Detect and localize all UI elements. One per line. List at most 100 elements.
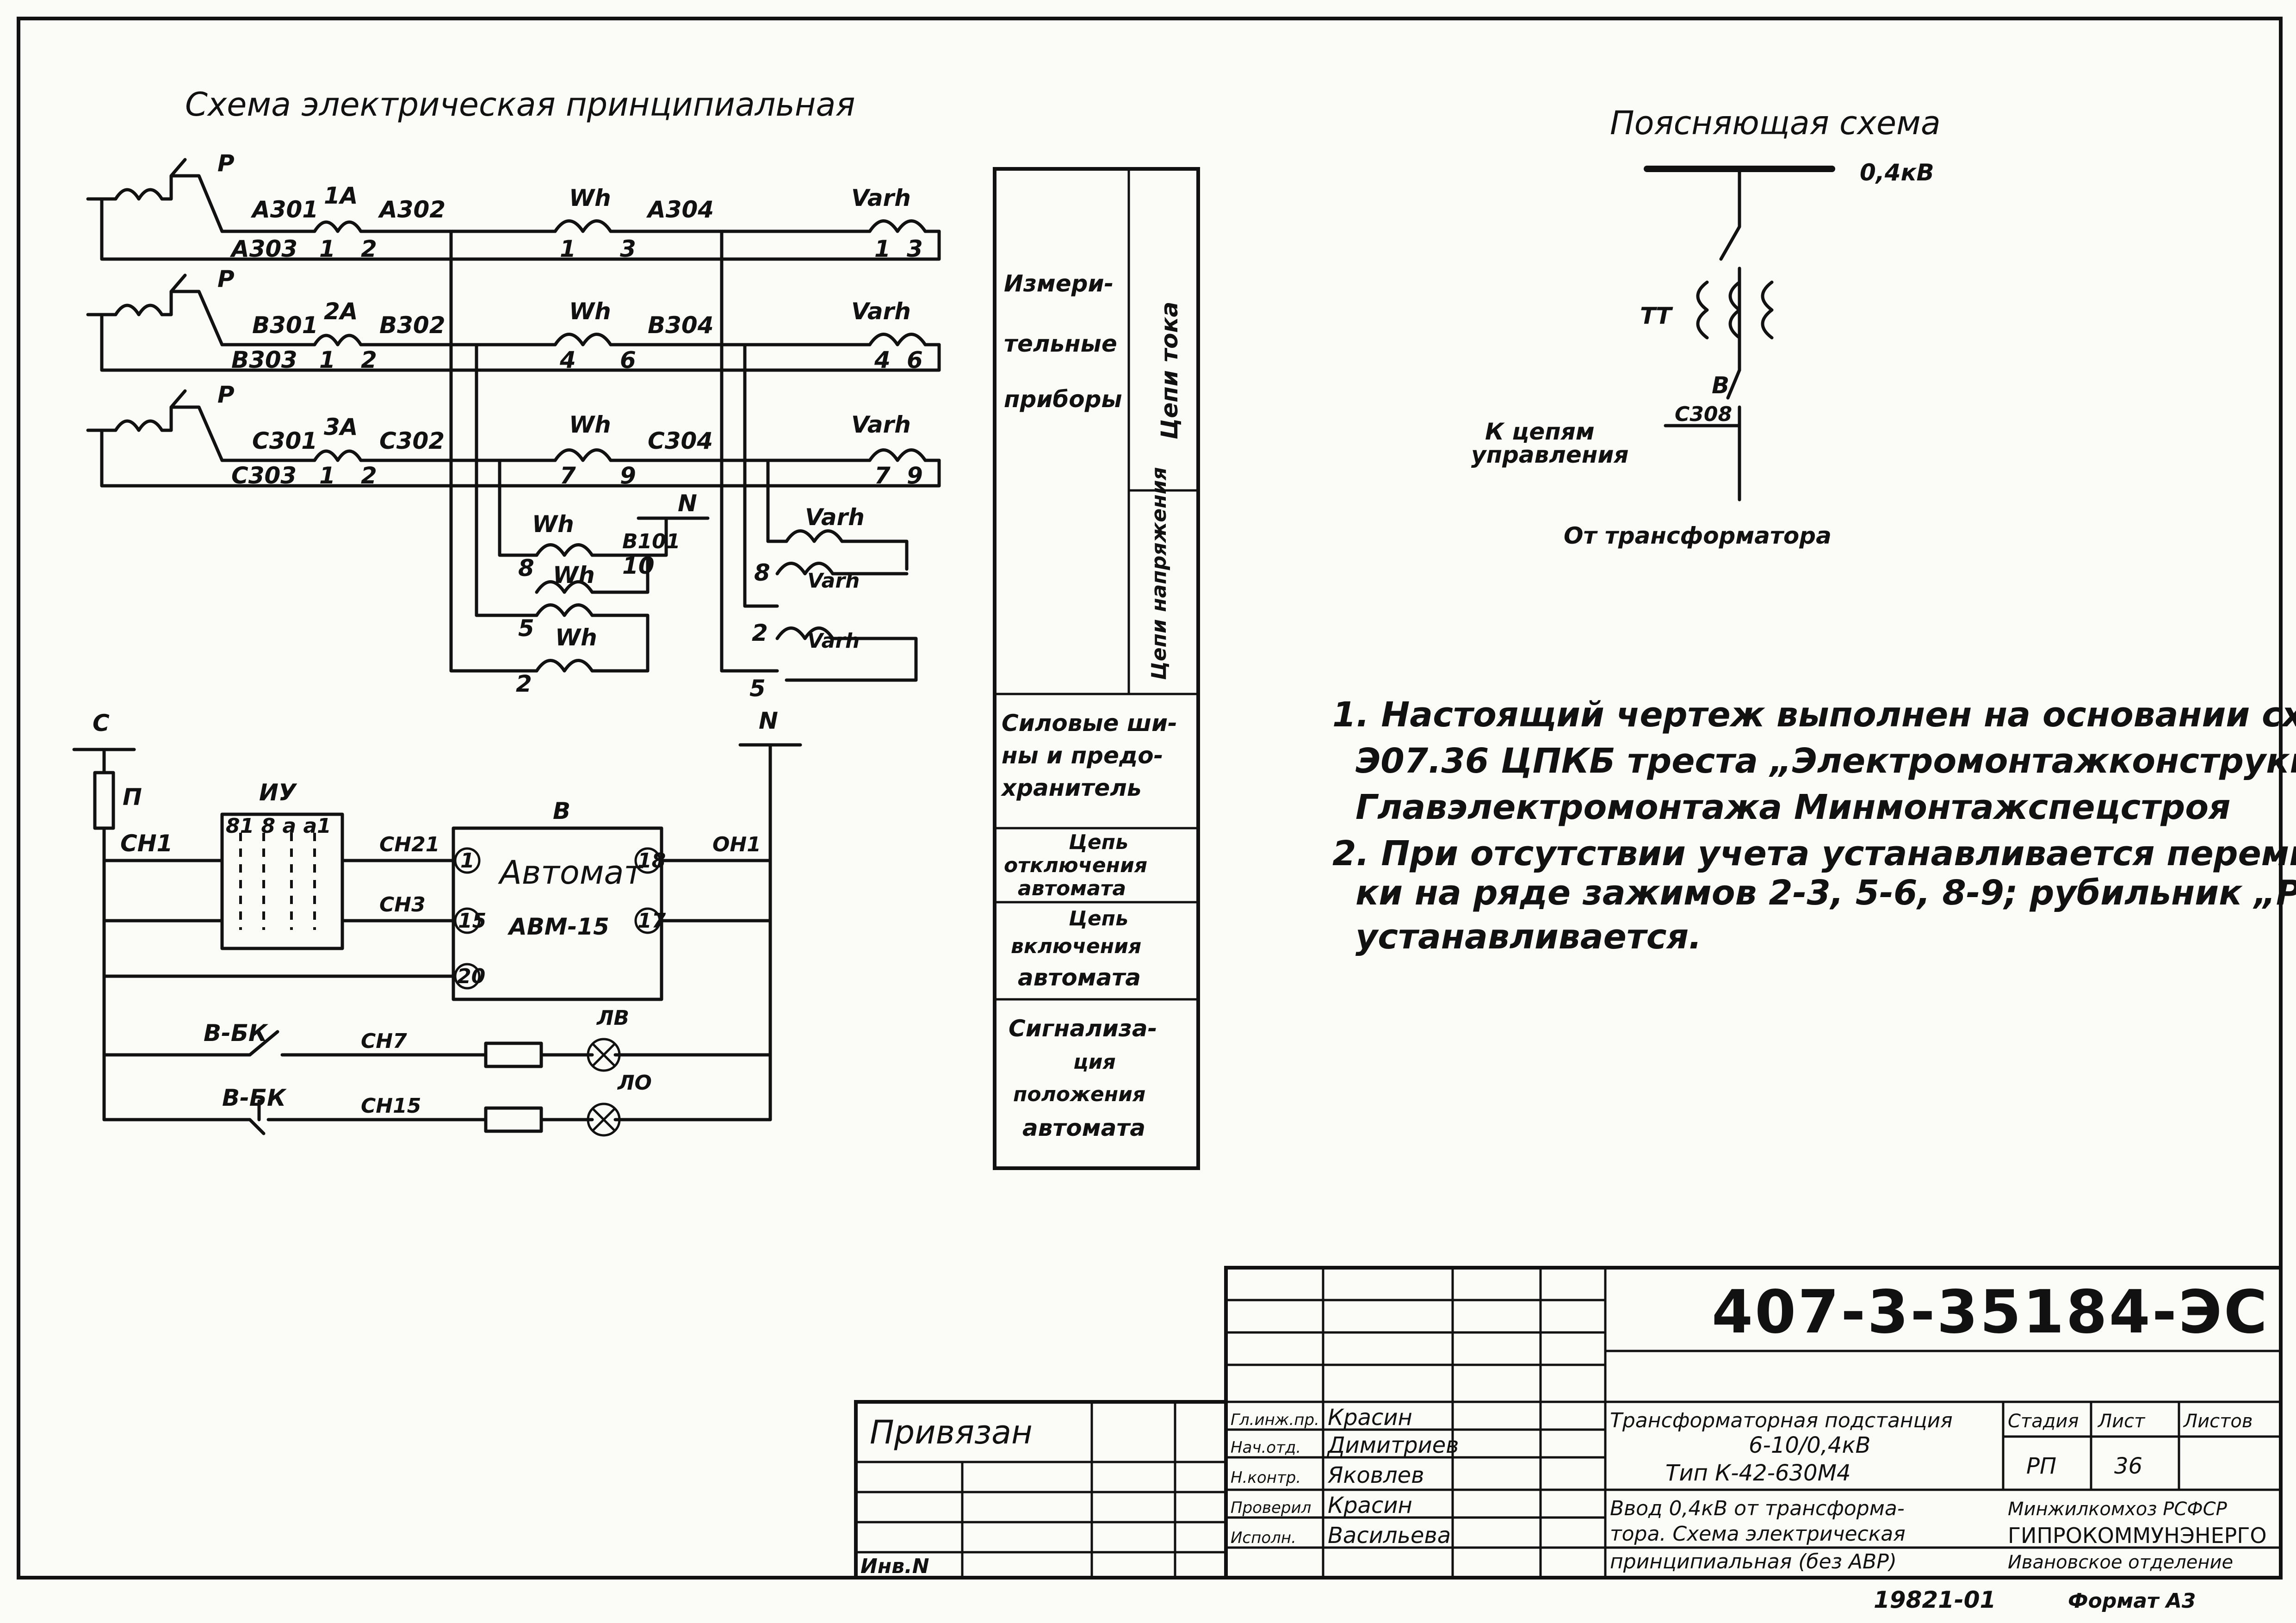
svg-text:тора. Схема электрическая: тора. Схема электрическая: [1610, 1522, 1906, 1546]
svg-text:ЛО: ЛО: [617, 1071, 652, 1095]
svg-text:СН3: СН3: [379, 893, 426, 917]
svg-text:Тип К-42-630М4: Тип К-42-630М4: [1665, 1460, 1851, 1486]
svg-text:Varh: Varh: [851, 298, 911, 325]
svg-text:С308: С308: [1675, 403, 1732, 426]
svg-text:В: В: [1712, 372, 1729, 399]
svg-text:Силовые ши-: Силовые ши-: [1002, 710, 1177, 737]
svg-text:Wh: Wh: [553, 562, 595, 588]
svg-text:Ивановское отделение: Ивановское отделение: [2008, 1552, 2233, 1573]
svg-text:ИУ: ИУ: [259, 779, 297, 806]
svg-text:Wh: Wh: [569, 298, 611, 325]
svg-text:С: С: [93, 710, 110, 737]
drawing-notes: 1. Настоящий чертеж выполнен на основани…: [1332, 695, 2296, 957]
svg-text:П: П: [123, 784, 142, 811]
svg-text:7: 7: [560, 462, 576, 489]
svg-text:Минжилкомхоз РСФСР: Минжилкомхоз РСФСР: [2008, 1499, 2228, 1520]
title-block: Привязан Инв.N 407-3-35184-ЭС Гл.инж.пр.…: [854, 1266, 2283, 1580]
svg-text:управления: управления: [1471, 441, 1629, 468]
svg-text:Э07.36 ЦПКБ треста „Электромон: Э07.36 ЦПКБ треста „Электромонтажконстру…: [1355, 741, 2296, 781]
svg-text:Нач.отд.: Нач.отд.: [1231, 1438, 1301, 1457]
svg-text:Varh: Varh: [851, 411, 911, 438]
svg-text:5: 5: [749, 675, 766, 702]
voltage-circuits: Wh Wh Wh N В101 8 10 5 2 Varh Varh Varh …: [449, 229, 918, 702]
svg-text:4: 4: [559, 347, 576, 373]
svg-text:81 8 a a1: 81 8 a a1: [226, 814, 331, 838]
svg-text:В: В: [553, 798, 570, 824]
svg-text:ТТ: ТТ: [1640, 303, 1673, 329]
svg-text:Varh: Varh: [807, 569, 860, 593]
svg-text:Цепь: Цепь: [1069, 830, 1128, 854]
svg-text:Проверил: Проверил: [1231, 1499, 1311, 1517]
svg-text:Varh: Varh: [851, 185, 911, 211]
svg-text:1: 1: [319, 347, 335, 373]
svg-text:2. При отсутствии учета устана: 2. При отсутствии учета устанавливается …: [1332, 834, 2296, 873]
svg-text:Яковлев: Яковлев: [1327, 1462, 1424, 1488]
svg-text:4: 4: [874, 347, 891, 373]
svg-text:6: 6: [620, 347, 636, 373]
svg-text:устанавливается.: устанавливается.: [1355, 917, 1702, 957]
svg-text:включения: включения: [1011, 935, 1141, 958]
sheet-format: Формат А3: [2068, 1589, 2196, 1613]
svg-text:N: N: [678, 490, 697, 517]
svg-text:2: 2: [752, 619, 768, 646]
svg-text:Н.контр.: Н.контр.: [1231, 1468, 1301, 1487]
svg-text:8: 8: [754, 559, 770, 586]
svg-text:СН15: СН15: [361, 1094, 421, 1118]
svg-text:1: 1: [874, 235, 891, 262]
svg-text:С302: С302: [379, 427, 445, 454]
svg-text:С303: С303: [231, 462, 297, 489]
svg-text:Поясняющая схема: Поясняющая схема: [1610, 104, 1941, 142]
svg-text:Главэлектромонтажа Минмонтажсп: Главэлектромонтажа Минмонтажспецстроя: [1355, 787, 2231, 827]
svg-text:Автомат: Автомат: [498, 854, 644, 892]
automat-box: [452, 826, 663, 1001]
svg-text:К цепям: К цепям: [1485, 418, 1595, 445]
svg-text:Измери-: Измери-: [1004, 270, 1114, 297]
svg-text:3: 3: [620, 235, 636, 262]
svg-text:3: 3: [907, 235, 923, 262]
svg-text:В-БК: В-БК: [204, 1020, 268, 1047]
svg-text:2А: 2А: [324, 298, 358, 325]
svg-text:Р: Р: [217, 266, 235, 292]
svg-text:17: 17: [637, 909, 666, 933]
svg-text:С301: С301: [252, 427, 317, 454]
svg-text:В-БК: В-БК: [222, 1084, 287, 1111]
svg-text:автомата: автомата: [1018, 877, 1126, 900]
svg-text:ОН1: ОН1: [712, 833, 761, 856]
svg-text:1: 1: [460, 849, 475, 873]
svg-text:СН7: СН7: [361, 1029, 407, 1053]
svg-text:Р: Р: [217, 150, 235, 177]
svg-text:А303: А303: [229, 235, 297, 262]
svg-text:Р: Р: [217, 381, 235, 408]
svg-text:2: 2: [361, 462, 377, 489]
svg-text:1А: 1А: [324, 182, 358, 209]
circuit-legend-table: Измери- тельные приборы Цепи тока Цепи н…: [993, 167, 1200, 1170]
svg-text:Васильева: Васильева: [1328, 1523, 1451, 1549]
svg-text:Красин: Красин: [1328, 1405, 1412, 1431]
svg-text:ЛВ: ЛВ: [596, 1006, 629, 1030]
svg-text:1: 1: [560, 235, 576, 262]
svg-text:9: 9: [907, 462, 923, 489]
svg-text:2: 2: [361, 347, 377, 373]
svg-text:5: 5: [518, 615, 534, 642]
svg-text:приборы: приборы: [1004, 386, 1122, 413]
svg-text:18: 18: [637, 849, 666, 873]
svg-text:В303: В303: [231, 347, 297, 373]
svg-text:РП: РП: [2026, 1453, 2056, 1479]
svg-text:В304: В304: [648, 312, 713, 339]
control-circuit: С П N СН1 ИУ 81 8 a a1 СН21 СН3 ОН1 В Ав…: [72, 707, 802, 1137]
svg-text:Исполн.: Исполн.: [1231, 1529, 1296, 1547]
svg-text:ны и предо-: ны и предо-: [1002, 742, 1163, 769]
svg-text:А301: А301: [250, 196, 318, 223]
metering-row-b: Р В301 2А В302 Wh В304 Varh В303 1 2 4 6…: [86, 266, 941, 373]
svg-text:Wh: Wh: [569, 185, 611, 211]
svg-text:Лист: Лист: [2097, 1411, 2146, 1432]
svg-text:20: 20: [457, 965, 485, 988]
svg-text:СН21: СН21: [379, 833, 439, 856]
explanatory-single-line: Поясняющая схема 0,4кВ ТТ В С308 К цепям…: [1471, 104, 1941, 549]
svg-text:15: 15: [458, 909, 486, 933]
svg-text:0,4кВ: 0,4кВ: [1860, 159, 1934, 186]
metering-row-c: Р С301 3А С302 Wh С304 Varh С303 1 2 7 9…: [86, 381, 941, 489]
svg-text:Wh: Wh: [569, 411, 611, 438]
svg-text:Трансформаторная подстанция: Трансформаторная подстанция: [1610, 1409, 1953, 1432]
svg-text:От трансформатора: От трансформатора: [1564, 522, 1832, 549]
